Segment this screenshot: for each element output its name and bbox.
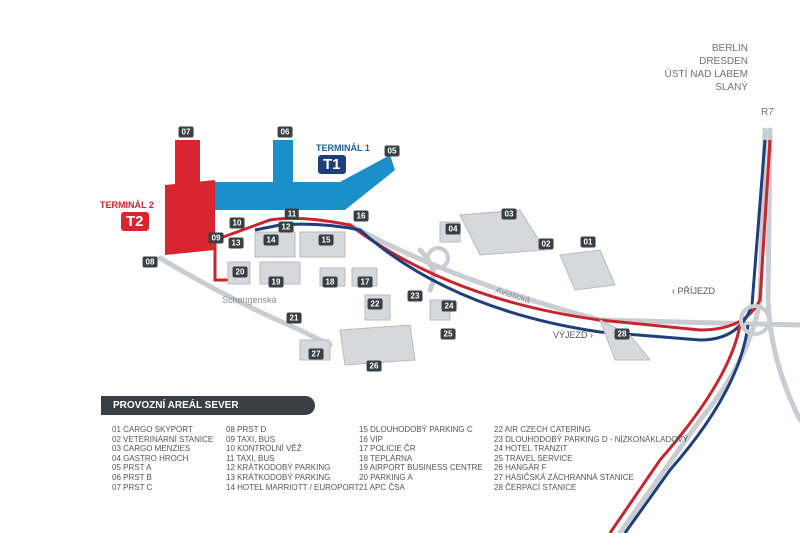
terminal-1-building: [215, 140, 395, 210]
location-badge-15: 15: [318, 234, 334, 246]
location-badge-05: 05: [384, 145, 400, 157]
legend-item: 22 AIR CZECH CATERING: [494, 425, 591, 434]
location-badge-08: 08: [142, 256, 158, 268]
legend-item: 18 TEPLÁRNA: [359, 453, 413, 463]
legend-item: 24 HOTEL TRANZIT: [494, 444, 568, 454]
terminal-2-code: T2: [121, 212, 149, 231]
location-badge-16: 16: [353, 210, 369, 222]
location-badge-18: 18: [322, 276, 338, 288]
location-badge-25: 25: [440, 328, 456, 340]
location-badge-11: 11: [284, 208, 300, 220]
legend-item: 09 TAXI, BUS: [226, 434, 276, 444]
legend-item: 03 CARGO MENZIES: [112, 444, 191, 454]
legend-item: 11 TAXI, BUS: [226, 453, 275, 463]
location-badge-14: 14: [263, 234, 279, 246]
location-badge-12: 12: [278, 221, 294, 233]
location-badge-20: 20: [232, 266, 248, 278]
terminal-1-label: TERMINÁL 1: [316, 143, 370, 153]
location-badge-19: 19: [268, 276, 284, 288]
legend-item: 21 APC ČSA: [359, 482, 405, 492]
terminal-2-label: TERMINÁL 2: [100, 200, 154, 210]
legend-item: 26 HANGÁR F: [494, 463, 547, 473]
location-badge-27: 27: [308, 348, 324, 360]
legend-item: 12 KRÁTKODOBÝ PARKING: [226, 463, 331, 473]
legend-item: 23 DLOUHODOBÝ PARKING D - NÍZKONÁKLADOVÝ: [494, 434, 689, 444]
location-badge-26: 26: [366, 360, 382, 372]
location-badge-21: 21: [286, 312, 302, 324]
legend-item: 16 VIP: [359, 434, 384, 444]
legend-item: 13 KRÁTKODOBÝ PARKING: [226, 472, 331, 482]
arrival-label: ‹ PŘÍJEZD: [672, 286, 716, 296]
location-badge-23: 23: [407, 290, 423, 302]
road-schengenska: Schengenská: [222, 295, 277, 305]
location-badge-06: 06: [277, 126, 293, 138]
legend-item: 14 HOTEL MARRIOTT / EUROPORT: [226, 482, 360, 492]
legend-item: 19 AIRPORT BUSINESS CENTRE: [359, 463, 483, 473]
location-badge-24: 24: [441, 300, 457, 312]
legend-title: PROVOZNÍ AREÁL SEVER: [101, 396, 315, 415]
destination-berlin: BERLIN: [711, 43, 748, 54]
aviaticka-road: [347, 222, 800, 328]
departure-label: VÝJEZD ›: [553, 330, 594, 340]
location-badge-02: 02: [538, 238, 554, 250]
highway-ramp: [765, 127, 800, 423]
location-badge-28: 28: [614, 328, 630, 340]
blue-route: [254, 139, 767, 342]
destination-usti: ÚSTÍ NAD LABEM: [664, 69, 748, 80]
legend-item: 27 HASIČSKÁ ZÁCHRANNÁ STANICE: [494, 472, 634, 482]
legend-item: 01 CARGO SKYPORT: [112, 425, 193, 434]
location-badge-17: 17: [357, 276, 373, 288]
schengenska-road: [157, 255, 333, 348]
destination-dresden: DRESDEN: [699, 56, 748, 67]
terminal-2-building: [165, 140, 215, 255]
destinations: BERLIN DRESDEN ÚSTÍ NAD LABEM SLANÝ: [665, 42, 748, 94]
location-badge-09: 09: [208, 232, 224, 244]
legend-item: 15 DLOUHODOBÝ PARKING C: [359, 425, 473, 434]
legend-item: 02 VETERINÁRNÍ STANICE: [112, 434, 214, 444]
location-badge-13: 13: [228, 237, 244, 249]
legend-item: 17 POLICIE ČR: [359, 444, 416, 454]
road-code: R7: [761, 107, 774, 118]
destination-slany: SLANÝ: [715, 82, 748, 93]
location-badge-07: 07: [178, 126, 194, 138]
legend-item: 05 PRST A: [112, 463, 152, 473]
location-badge-04: 04: [445, 223, 461, 235]
legend-item: 07 PRST C: [112, 482, 153, 492]
legend-item: 20 PARKING A: [359, 472, 413, 482]
legend-item: 10 KONTROLNÍ VĚŽ: [226, 444, 302, 454]
terminal-1-code: T1: [318, 155, 346, 174]
legend-item: 08 PRST D: [226, 425, 267, 434]
legend-item: 28 ČERPACÍ STANICE: [494, 482, 577, 492]
location-badge-03: 03: [501, 208, 517, 220]
legend-item: 04 GASTRO HROCH: [112, 453, 189, 463]
location-badge-10: 10: [229, 217, 245, 229]
legend-item: 06 PRST B: [112, 472, 152, 482]
location-badge-01: 01: [580, 236, 596, 248]
legend-item: 25 TRAVEL SERVICE: [494, 453, 573, 463]
location-badge-22: 22: [367, 298, 383, 310]
